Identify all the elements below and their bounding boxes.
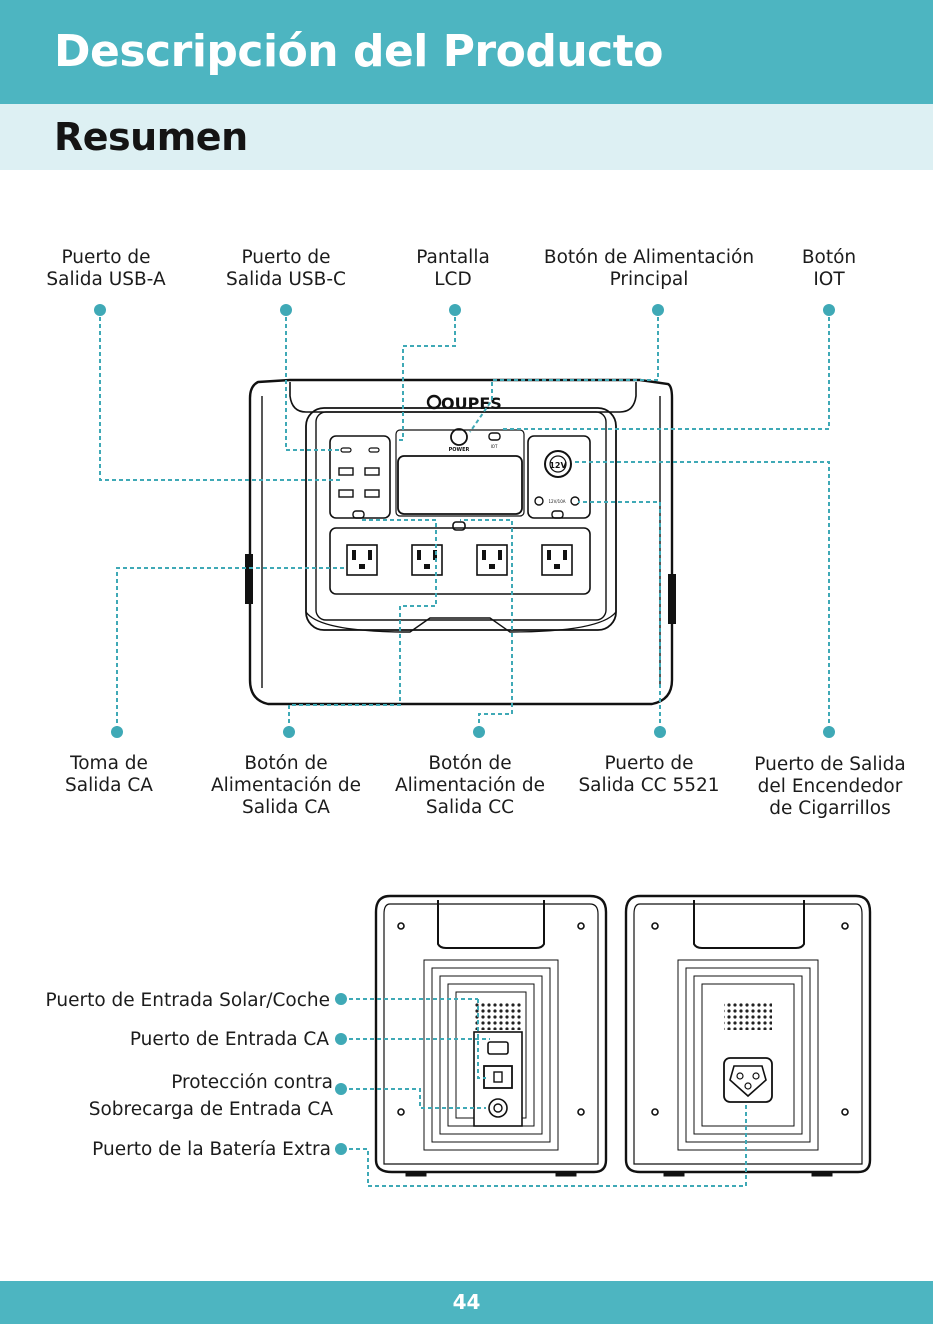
power-text: POWER <box>449 447 470 453</box>
header-bar: Descripción del Producto <box>0 0 933 104</box>
brand-logo: OUPES <box>441 394 502 413</box>
leader-dots <box>94 304 835 1155</box>
label-solar: Puerto de Entrada Solar/Coche <box>45 990 330 1011</box>
front-device-details: OUPES POWER IOT 12V 12V/10A <box>338 394 580 576</box>
leader-lines <box>99 310 830 1187</box>
back-device-right <box>624 894 872 1177</box>
section-bar: Resumen <box>0 104 933 170</box>
back-device-left <box>374 894 608 1177</box>
page-number: 44 <box>452 1290 481 1314</box>
section-title: Resumen <box>54 115 248 159</box>
svg-text:12V: 12V <box>549 461 567 470</box>
label-battery: Puerto de la Batería Extra <box>92 1139 331 1160</box>
label-ac-input: Puerto de Entrada CA <box>129 1029 329 1050</box>
page-title: Descripción del Producto <box>54 26 664 77</box>
footer-bar: 44 <box>0 1281 933 1324</box>
front-device <box>245 378 676 706</box>
iot-text: IOT <box>491 444 498 449</box>
dc-label-text: 12V/10A <box>549 499 566 504</box>
